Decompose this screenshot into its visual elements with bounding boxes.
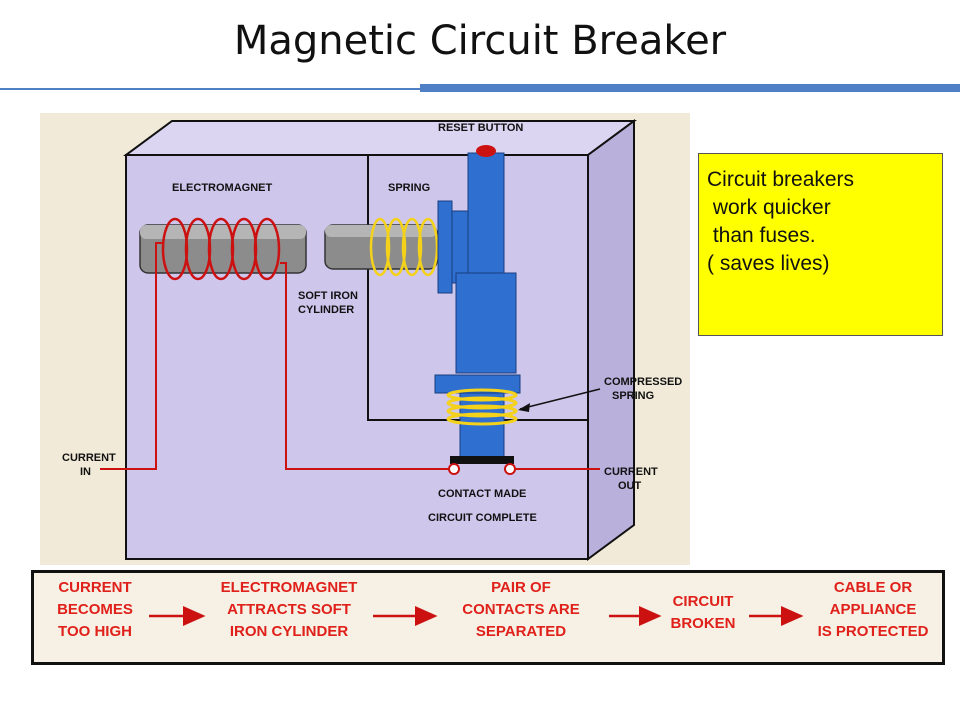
label-current-out-1: CURRENT <box>604 466 658 478</box>
label-spring: SPRING <box>388 182 430 194</box>
flow-step-4-line-1: CIRCUIT <box>673 593 734 610</box>
contact-left <box>448 463 460 475</box>
flow-step-2-line-3: IRON CYLINDER <box>230 623 349 640</box>
note-line: Circuit breakers <box>707 168 855 191</box>
label-contact-2: CIRCUIT COMPLETE <box>428 512 537 524</box>
title-accent-bar <box>420 84 960 92</box>
flow-step-4-line-2: BROKEN <box>670 615 735 632</box>
flow-step-3-line-3: SEPARATED <box>476 623 566 640</box>
flow-step-3-line-2: CONTACTS ARE <box>462 601 580 618</box>
label-reset-button: RESET BUTTON <box>438 122 523 134</box>
label-compressed-1: COMPRESSED <box>604 376 682 388</box>
note-box: Circuit breakers work quicker than fuses… <box>698 153 943 336</box>
electromagnet-core-highlight <box>140 225 306 239</box>
note-line: ( saves lives) <box>707 252 830 275</box>
reset-button <box>476 145 496 157</box>
flow-step-1-line-3: TOO HIGH <box>58 623 132 640</box>
box-side-face <box>587 119 635 561</box>
note-line: work quicker <box>707 196 831 219</box>
latch-plate <box>437 200 453 294</box>
soft-iron-highlight <box>325 225 437 237</box>
plunger-middle <box>455 272 517 374</box>
flow-step-3-line-1: PAIR OF <box>491 579 551 596</box>
flow-step-2-line-2: ATTRACTS SOFT <box>227 601 351 618</box>
label-soft-iron-1: SOFT IRON <box>298 290 358 302</box>
flow-step-5-line-3: IS PROTECTED <box>818 623 929 640</box>
label-soft-iron-2: CYLINDER <box>298 304 354 316</box>
box-top-face <box>122 120 638 156</box>
circuit-breaker-diagram: RESET BUTTON ELECTROMAGNET SPRING SOFT I… <box>40 113 690 565</box>
label-current-in-2: IN <box>80 466 91 478</box>
spring-coil <box>369 217 439 277</box>
flow-step-5-line-2: APPLIANCE <box>830 601 917 618</box>
label-current-in-1: CURRENT <box>62 452 116 464</box>
flow-border <box>31 570 945 665</box>
circuit-wires <box>100 242 600 470</box>
process-flow: CURRENT BECOMES TOO HIGH ELECTROMAGNET A… <box>31 570 945 665</box>
flow-step-1-line-2: BECOMES <box>57 601 133 618</box>
plunger-upper <box>467 152 505 274</box>
electromagnet-coil <box>161 217 281 281</box>
label-current-out-2: OUT <box>618 480 642 492</box>
flow-step-1-line-1: CURRENT <box>58 579 131 596</box>
pointer-arrowhead <box>518 403 530 412</box>
latch-arm <box>451 210 469 284</box>
label-compressed-2: SPRING <box>612 390 654 402</box>
contact-bar <box>450 456 514 464</box>
flow-step-5-line-1: CABLE OR <box>834 579 913 596</box>
compressed-spring <box>446 388 518 426</box>
compressed-spring-pointer <box>519 388 601 410</box>
page-title: Magnetic Circuit Breaker <box>233 18 727 64</box>
label-contact-1: CONTACT MADE <box>438 488 526 500</box>
contact-right <box>504 463 516 475</box>
label-electromagnet: ELECTROMAGNET <box>172 182 273 194</box>
flow-step-2-line-1: ELECTROMAGNET <box>221 579 358 596</box>
note-line: than fuses. <box>707 224 816 247</box>
